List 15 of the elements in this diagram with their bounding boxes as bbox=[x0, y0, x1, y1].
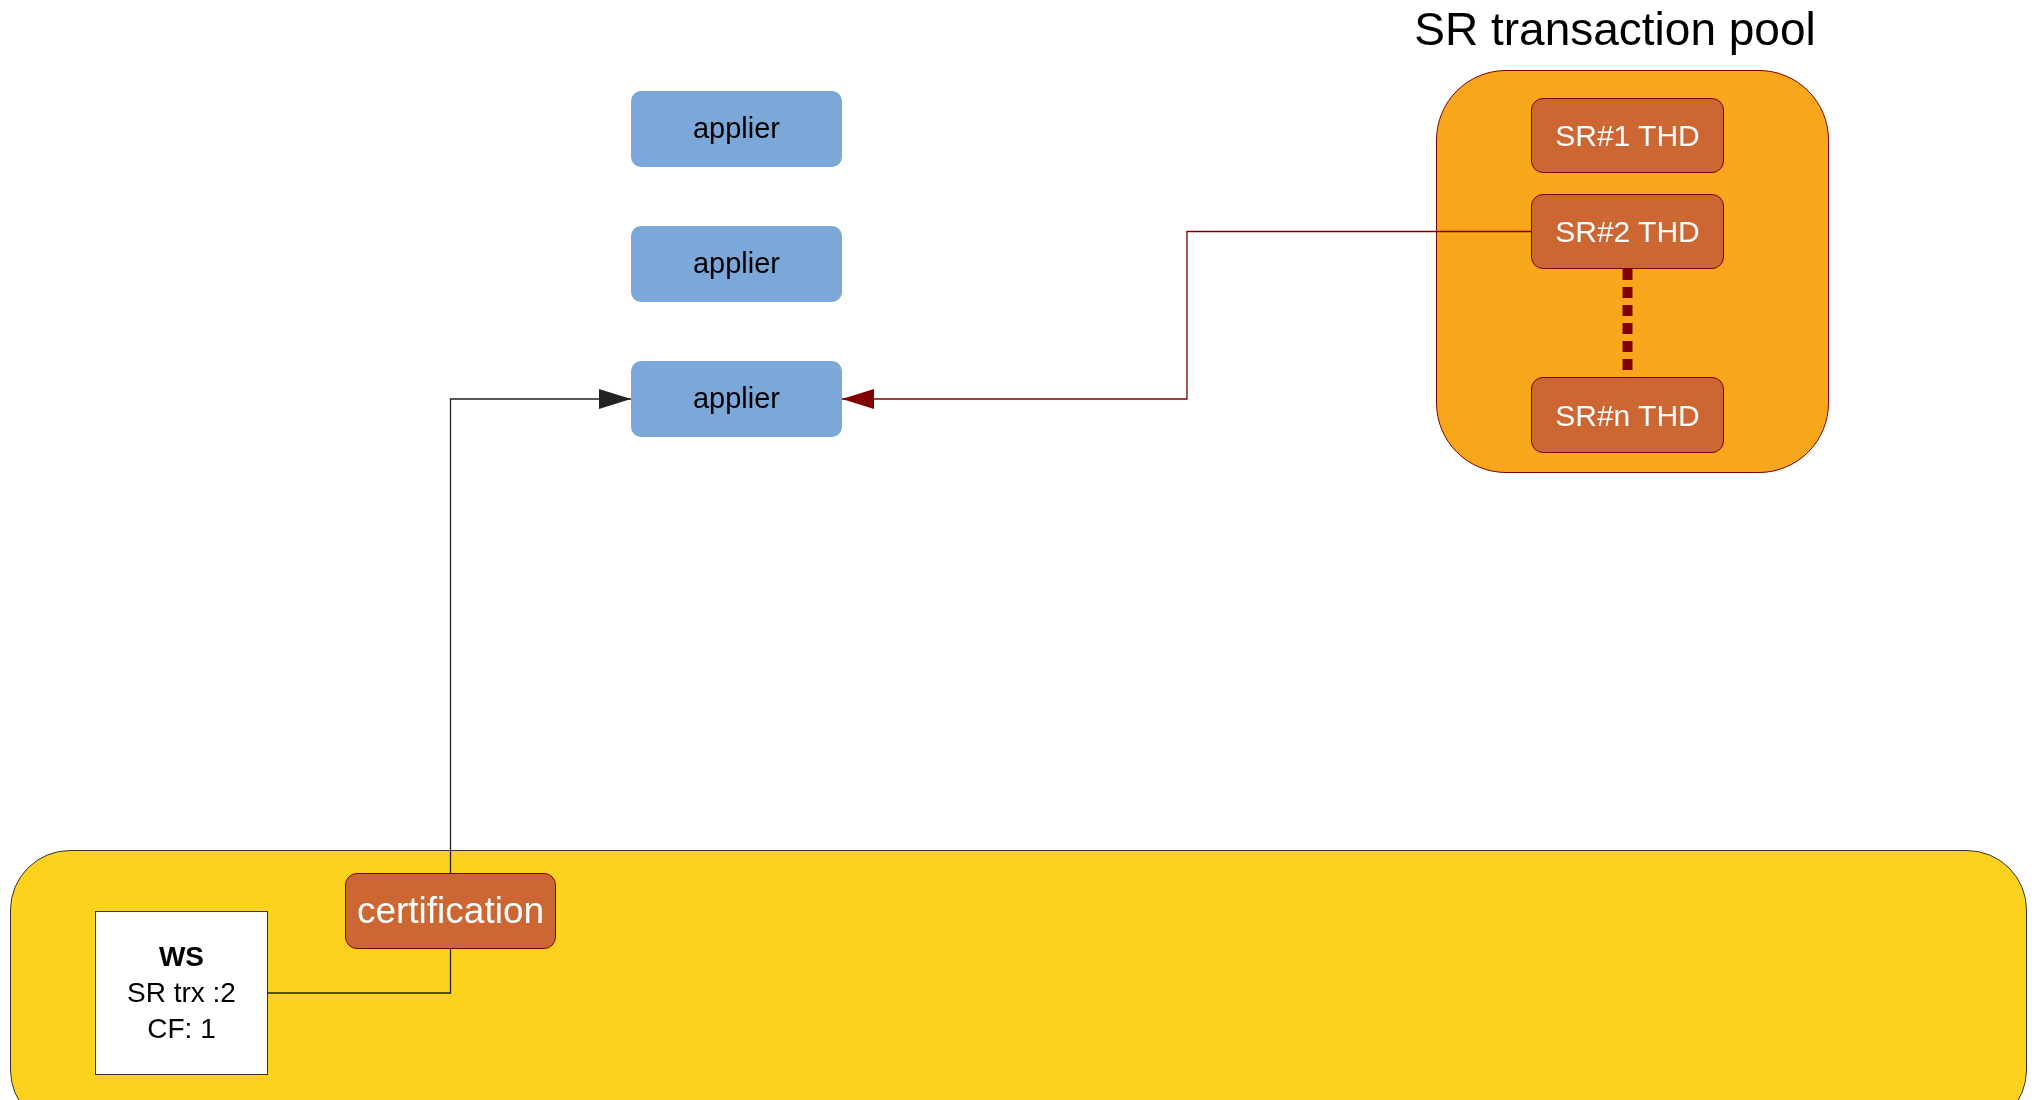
card-line: SR trx :2 bbox=[127, 976, 236, 1010]
thread-box: SR#2 THD bbox=[1531, 194, 1724, 269]
applier-box: applier bbox=[631, 361, 842, 437]
thread-box: SR#n THD bbox=[1531, 377, 1724, 453]
applier-box: applier bbox=[631, 226, 842, 302]
card-heading: WS bbox=[158, 940, 205, 974]
state-card bbox=[95, 911, 268, 1075]
certification-box: certification bbox=[345, 873, 556, 949]
card-line: CF: 1 bbox=[147, 1012, 216, 1046]
arrow bbox=[841, 230, 1532, 409]
connector-line bbox=[267, 948, 452, 994]
thread-box: SR#1 THD bbox=[1531, 98, 1724, 173]
arrow bbox=[449, 389, 632, 874]
band-panel bbox=[10, 850, 2027, 1100]
applier-box: applier bbox=[631, 91, 842, 167]
